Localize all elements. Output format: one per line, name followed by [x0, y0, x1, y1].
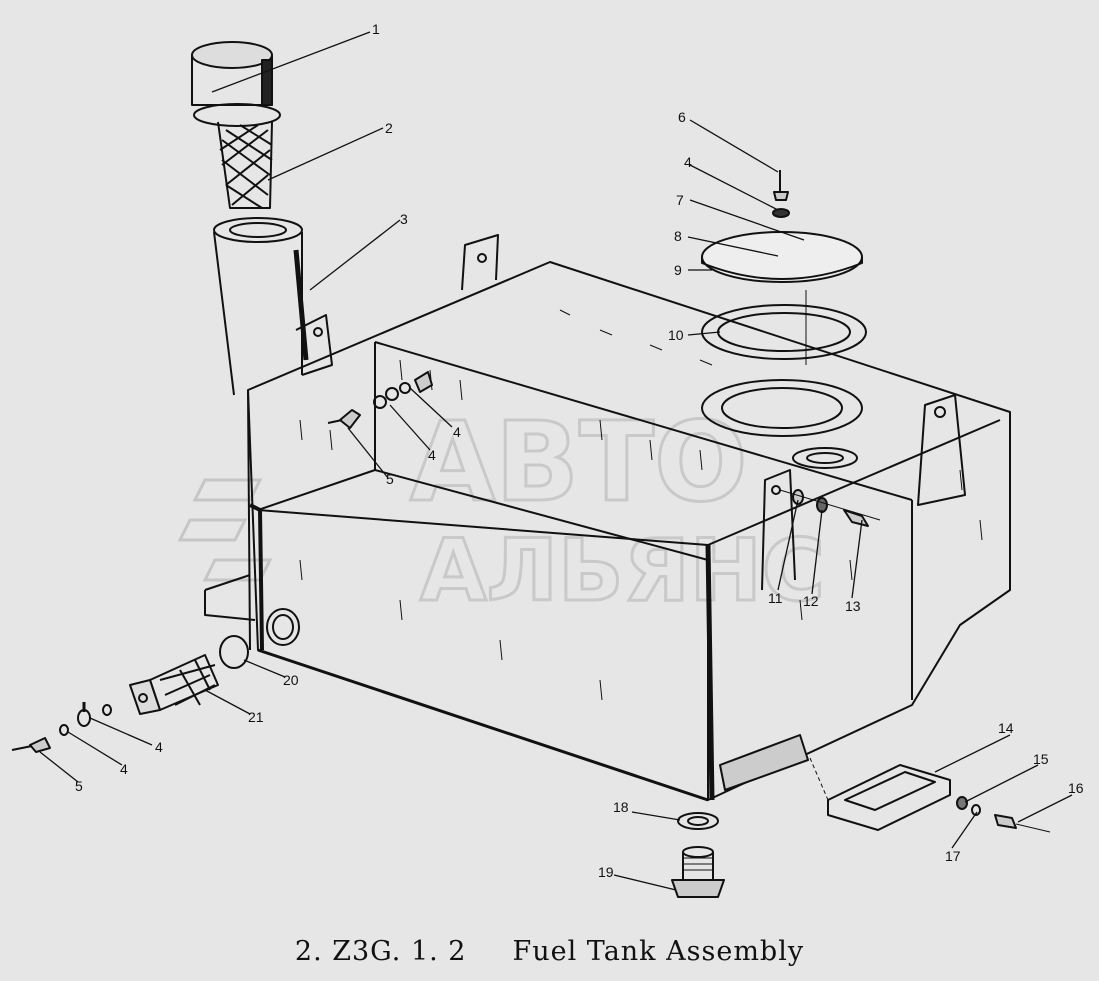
callout-3: 3 — [400, 211, 408, 227]
leader-lines — [39, 31, 1073, 891]
filler-strainer — [217, 121, 273, 209]
figure-code: 2. Z3G. 1. 2 — [294, 936, 467, 967]
callout-1: 1 — [372, 21, 380, 37]
callout-4-left-a: 4 — [453, 424, 461, 440]
callout-8: 8 — [674, 228, 682, 244]
callout-18: 18 — [613, 799, 629, 815]
bracket-bolt-parts — [779, 489, 881, 527]
callout-20: 20 — [283, 672, 299, 688]
callout-2: 2 — [385, 120, 393, 136]
callout-13: 13 — [845, 598, 861, 614]
callout-11: 11 — [768, 590, 783, 606]
callout-21: 21 — [248, 709, 264, 725]
callout-4-top: 4 — [684, 154, 692, 170]
callout-5-lower: 5 — [75, 778, 83, 794]
callout-4-left-b: 4 — [428, 447, 436, 463]
tank-drawing — [11, 41, 1051, 898]
watermark: АВТО АЛЬЯНС — [177, 397, 826, 623]
watermark-line1: АВТО — [410, 398, 748, 526]
callout-7: 7 — [676, 192, 684, 208]
tank-body — [204, 234, 1011, 802]
figure-caption: 2. Z3G. 1. 2 Fuel Tank Assembly — [0, 936, 1099, 967]
watermark-logo — [177, 478, 273, 582]
sender-cover-parts — [701, 170, 867, 365]
callout-14: 14 — [998, 720, 1014, 736]
filler-cap — [191, 41, 281, 127]
callout-12: 12 — [803, 593, 819, 609]
callout-19: 19 — [598, 864, 614, 880]
callout-15: 15 — [1033, 751, 1049, 767]
callout-10: 10 — [668, 327, 684, 343]
filler-neck — [213, 217, 333, 396]
callout-16: 16 — [1068, 780, 1084, 796]
callout-9: 9 — [674, 262, 682, 278]
suction-filter — [129, 635, 249, 715]
skid-and-hardware — [809, 757, 1051, 833]
drain-plug — [671, 812, 725, 898]
callout-4-lower-b: 4 — [120, 761, 128, 777]
callout-4-lower-a: 4 — [155, 739, 163, 755]
callout-17: 17 — [945, 848, 961, 864]
callout-6: 6 — [678, 109, 686, 125]
callout-labels: 1 2 3 4 4 4 4 4 5 5 6 7 8 9 10 11 12 13 … — [75, 21, 1084, 880]
lower-left-fittings — [11, 702, 112, 753]
callout-5-left: 5 — [386, 471, 394, 487]
figure-title: Fuel Tank Assembly — [512, 936, 805, 967]
